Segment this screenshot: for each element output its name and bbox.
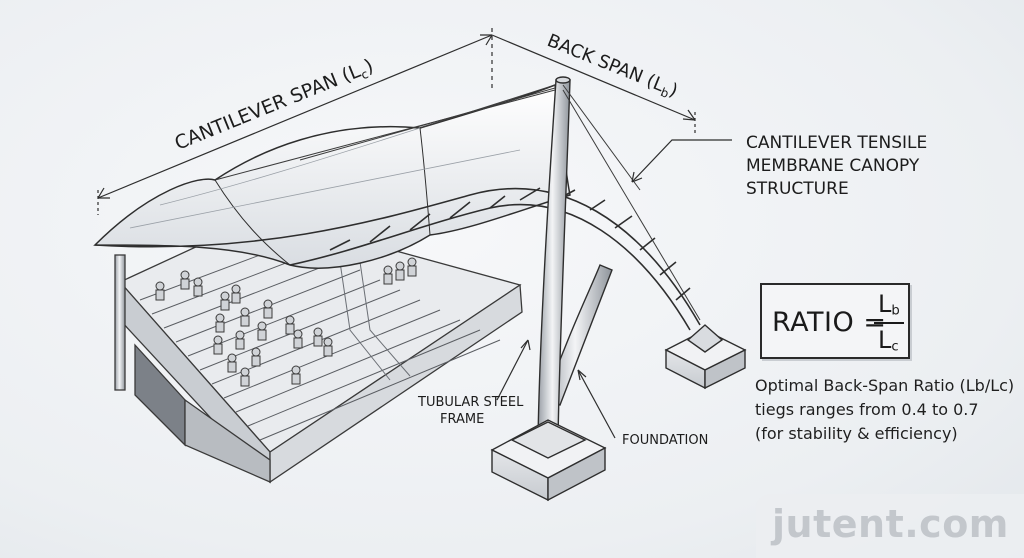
foundation-label: FOUNDATION [622, 433, 708, 448]
cables [214, 84, 701, 321]
membrane-canopy [93, 83, 571, 269]
tubular-frame-label-line2: FRAME [440, 412, 484, 427]
arch-truss [94, 187, 701, 331]
denominator-symbol: L [878, 326, 892, 354]
structure-title-line2: MEMBRANE CANOPY [746, 156, 920, 176]
note-line2: tiegs ranges from 0.4 to 0.7 [755, 400, 979, 419]
note-line1: Optimal Back-Span Ratio (Lb/Lc) [755, 376, 1015, 395]
leader-lines [496, 139, 732, 439]
tubular-frame-label-line1: TUBULAR STEEL [417, 395, 524, 410]
structure-title-line1: CANTILEVER TENSILE [746, 133, 927, 153]
main-mast [537, 76, 571, 439]
ratio-numerator: Lb [878, 290, 900, 319]
back-foundation [664, 324, 747, 390]
mast-foundation [490, 419, 607, 502]
ratio-formula-box: RATIO = Lb Lc [760, 283, 910, 359]
watermark: jutent.com [756, 494, 1024, 558]
structure-title-line3: STRUCTURE [746, 179, 849, 199]
cantilever-span-dimension [97, 34, 493, 215]
numerator-symbol: L [878, 290, 892, 318]
watermark-text: jutent.com [772, 502, 1009, 546]
front-post [114, 254, 126, 391]
ratio-denominator: Lc [878, 326, 899, 355]
note-line3: (for stability & efficiency) [755, 424, 958, 443]
spectators [155, 257, 417, 387]
ratio-formula-lhs: RATIO = [772, 307, 887, 338]
ratio-note: Optimal Back-Span Ratio (Lb/Lc) tiegs ra… [755, 374, 1017, 446]
back-span-dimension [491, 28, 696, 135]
numerator-subscript: b [891, 303, 900, 319]
back-arm [544, 264, 613, 406]
fraction-bar [874, 322, 904, 324]
denominator-subscript: c [891, 339, 899, 355]
